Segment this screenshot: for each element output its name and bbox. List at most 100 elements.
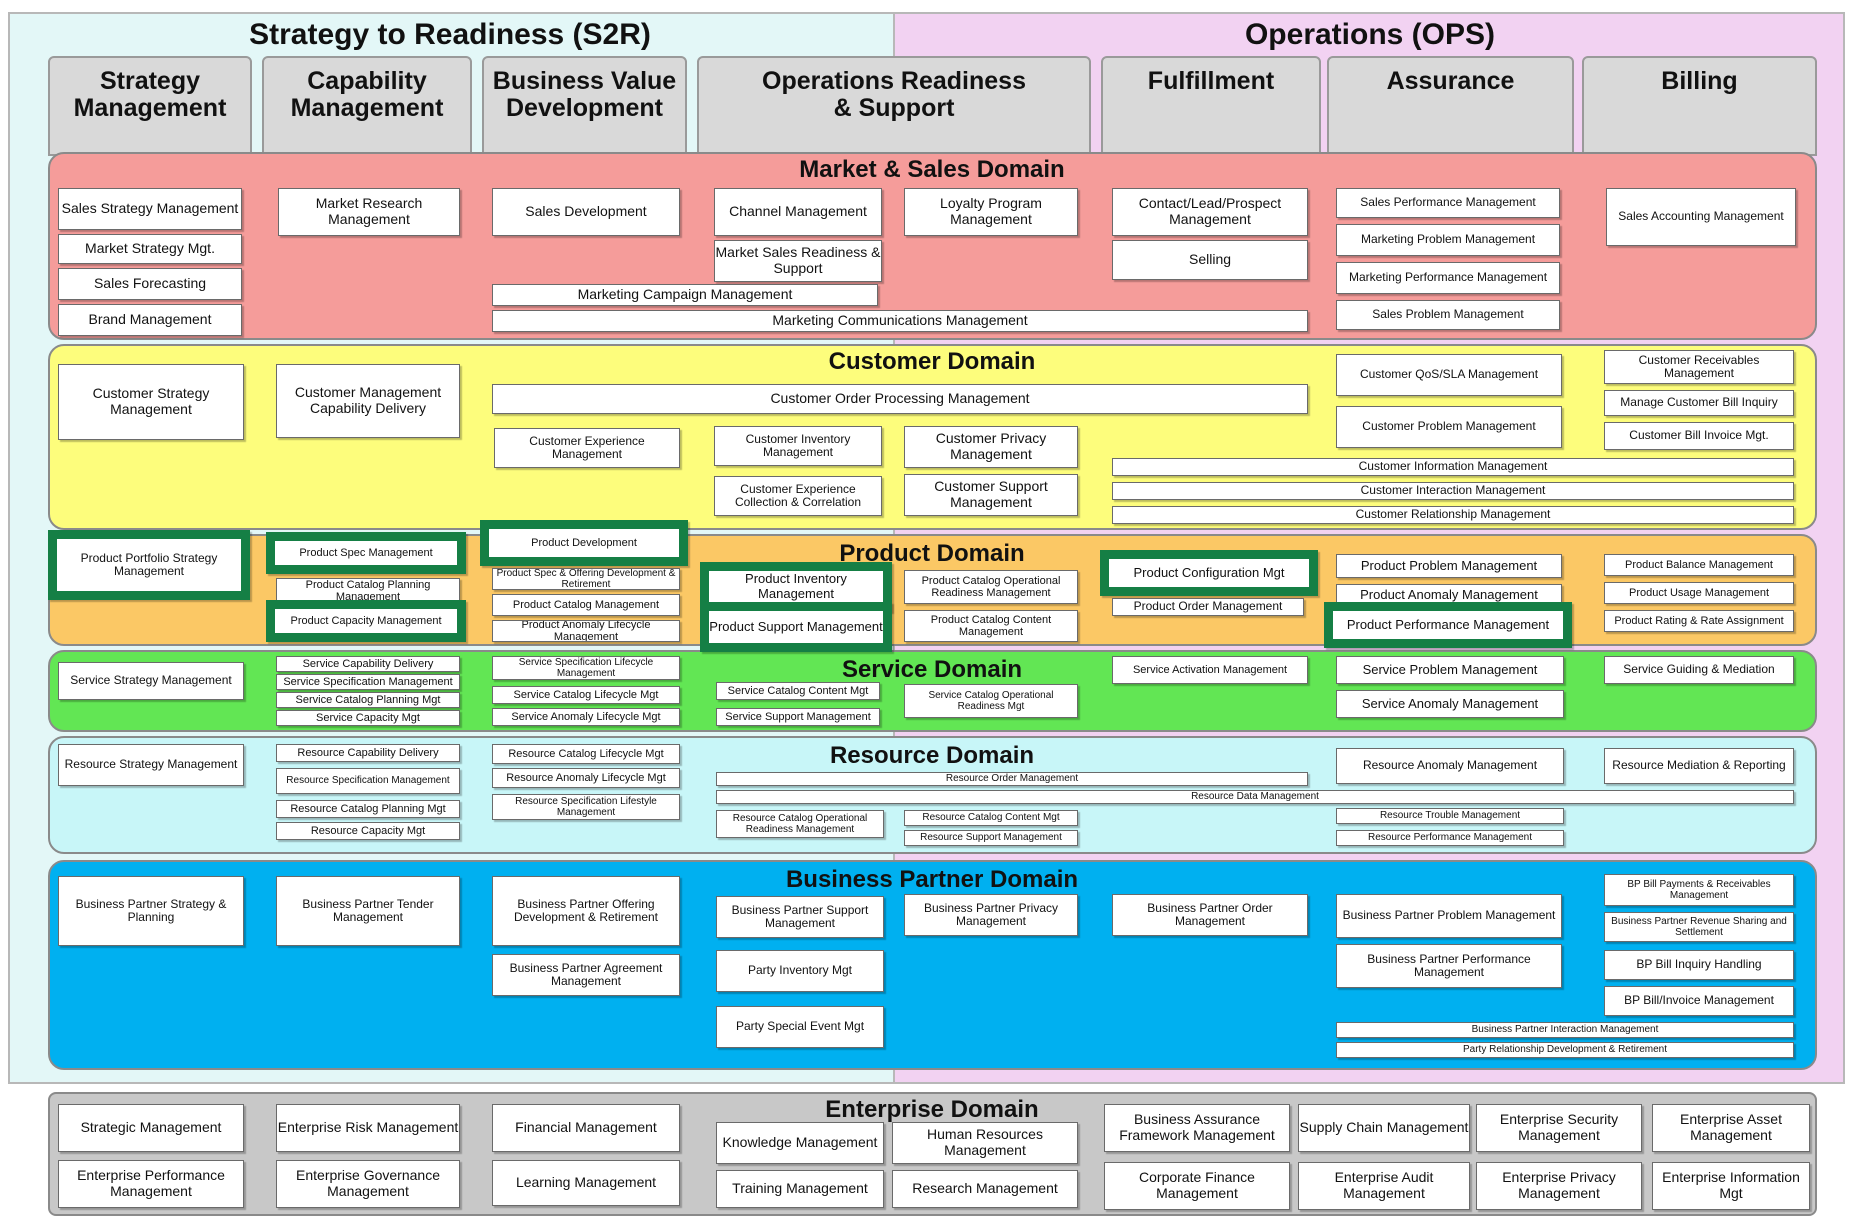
box-business-partner-privacy-management: Business Partner Privacy Management (904, 894, 1078, 936)
box-market-sales-readiness-support: Market Sales Readiness & Support (714, 240, 882, 282)
box-business-partner-problem-management: Business Partner Problem Management (1336, 894, 1562, 938)
box-resource-support-management: Resource Support Management (904, 830, 1078, 846)
box-service-problem-management: Service Problem Management (1336, 656, 1564, 684)
s2r-title: Strategy to Readiness (S2R) (249, 18, 651, 51)
box-human-resources-management: Human Resources Management (892, 1122, 1078, 1164)
box-loyalty-program-management: Loyalty Program Management (904, 188, 1078, 236)
box-channel-management: Channel Management (714, 188, 882, 236)
box-enterprise-performance-management: Enterprise Performance Management (58, 1160, 244, 1208)
box-sales-performance-management: Sales Performance Management (1336, 188, 1560, 218)
box-service-anomaly-lifecycle-mgt: Service Anomaly Lifecycle Mgt (492, 708, 680, 726)
box-customer-order-processing-management: Customer Order Processing Management (492, 384, 1308, 414)
box-marketing-campaign-management: Marketing Campaign Management (492, 284, 878, 306)
box-party-relationship-development-retirement: Party Relationship Development & Retirem… (1336, 1042, 1794, 1058)
box-business-partner-agreement-management: Business Partner Agreement Management (492, 954, 680, 996)
col-operations-readiness-support: Operations Readiness & Support (697, 56, 1091, 156)
customer-domain-title: Customer Domain (828, 348, 1036, 375)
box-business-partner-performance-management: Business Partner Performance Management (1336, 944, 1562, 988)
box-customer-interaction-management: Customer Interaction Management (1112, 482, 1794, 500)
box-business-partner-order-management: Business Partner Order Management (1112, 894, 1308, 936)
box-product-order-management: Product Order Management (1112, 598, 1304, 616)
col-fulfillment: Fulfillment (1101, 56, 1321, 156)
box-business-partner-revenue-sharing-settlement: Business Partner Revenue Sharing and Set… (1604, 912, 1794, 942)
box-product-usage-management: Product Usage Management (1604, 582, 1794, 604)
box-selling: Selling (1112, 240, 1308, 280)
box-service-capability-delivery: Service Capability Delivery (276, 656, 460, 672)
box-product-performance-management: Product Performance Management (1324, 602, 1572, 648)
box-product-catalog-planning-management: Product Catalog Planning Management (276, 578, 460, 604)
box-business-partner-strategy-planning: Business Partner Strategy & Planning (58, 876, 244, 946)
box-resource-specification-management: Resource Specification Management (276, 768, 460, 794)
box-customer-experience-management: Customer Experience Management (494, 428, 680, 468)
col-business-value-development: Business Value Development (482, 56, 687, 156)
box-product-problem-management: Product Problem Management (1336, 554, 1562, 578)
box-customer-support-management: Customer Support Management (904, 474, 1078, 516)
box-service-anomaly-management: Service Anomaly Management (1336, 690, 1564, 718)
box-service-catalog-lifecycle-mgt: Service Catalog Lifecycle Mgt (492, 686, 680, 704)
market-sales-domain-title: Market & Sales Domain (799, 156, 1065, 183)
box-resource-catalog-content-mgt: Resource Catalog Content Mgt (904, 810, 1078, 826)
box-sales-problem-management: Sales Problem Management (1336, 300, 1560, 330)
box-market-strategy-mgt: Market Strategy Mgt. (58, 234, 242, 264)
enterprise-domain-title: Enterprise Domain (825, 1096, 1039, 1123)
box-resource-catalog-lifecycle-mgt: Resource Catalog Lifecycle Mgt (492, 744, 680, 764)
box-enterprise-information-mgt: Enterprise Information Mgt (1652, 1162, 1810, 1210)
box-customer-inventory-management: Customer Inventory Management (714, 426, 882, 466)
box-sales-forecasting: Sales Forecasting (58, 268, 242, 300)
box-knowledge-management: Knowledge Management (716, 1122, 884, 1164)
box-product-catalog-content-management: Product Catalog Content Management (904, 610, 1078, 642)
box-customer-management-capability-delivery: Customer Management Capability Delivery (276, 364, 460, 438)
box-service-guiding-mediation: Service Guiding & Mediation (1604, 656, 1794, 684)
box-strategic-management: Strategic Management (58, 1104, 244, 1152)
box-resource-catalog-planning-mgt: Resource Catalog Planning Mgt (276, 800, 460, 818)
col-strategy-management: Strategy Management (48, 56, 252, 156)
box-customer-privacy-management: Customer Privacy Management (904, 426, 1078, 468)
box-service-activation-management: Service Activation Management (1112, 656, 1308, 684)
box-business-partner-tender-management: Business Partner Tender Management (276, 876, 460, 946)
box-resource-capacity-mgt: Resource Capacity Mgt (276, 822, 460, 840)
box-resource-anomaly-management: Resource Anomaly Management (1336, 748, 1564, 784)
box-corporate-finance-management: Corporate Finance Management (1104, 1162, 1290, 1210)
business-partner-domain-title: Business Partner Domain (785, 866, 1079, 893)
box-research-management: Research Management (892, 1170, 1078, 1208)
box-product-spec-offering-development-retirement: Product Spec & Offering Development & Re… (492, 568, 680, 590)
box-enterprise-risk-management: Enterprise Risk Management (276, 1104, 460, 1152)
box-resource-mediation-reporting: Resource Mediation & Reporting (1604, 748, 1794, 784)
box-manage-customer-bill-inquiry: Manage Customer Bill Inquiry (1604, 390, 1794, 416)
box-enterprise-governance-management: Enterprise Governance Management (276, 1160, 460, 1208)
box-service-catalog-operational-readiness-mgt: Service Catalog Operational Readiness Mg… (904, 684, 1078, 718)
box-contact-lead-prospect-management: Contact/Lead/Prospect Management (1112, 188, 1308, 236)
box-bp-bill-inquiry-handling: BP Bill Inquiry Handling (1604, 950, 1794, 980)
box-customer-relationship-management: Customer Relationship Management (1112, 506, 1794, 524)
box-service-specification-lifecycle-management: Service Specification Lifecycle Manageme… (492, 656, 680, 680)
box-marketing-communications-management: Marketing Communications Management (492, 310, 1308, 332)
box-product-catalog-management: Product Catalog Management (492, 594, 680, 616)
box-product-balance-management: Product Balance Management (1604, 554, 1794, 576)
box-customer-receivables-management: Customer Receivables Management (1604, 350, 1794, 384)
box-resource-performance-management: Resource Performance Management (1336, 830, 1564, 846)
box-financial-management: Financial Management (492, 1104, 680, 1152)
box-product-configuration-mgt: Product Configuration Mgt (1100, 550, 1318, 596)
box-brand-management: Brand Management (58, 304, 242, 336)
box-training-management: Training Management (716, 1170, 884, 1208)
box-customer-problem-management: Customer Problem Management (1336, 406, 1562, 448)
box-market-research-management: Market Research Management (278, 188, 460, 236)
box-marketing-performance-management: Marketing Performance Management (1336, 262, 1560, 294)
box-marketing-problem-management: Marketing Problem Management (1336, 224, 1560, 256)
ops-title: Operations (OPS) (1244, 18, 1496, 51)
box-enterprise-privacy-management: Enterprise Privacy Management (1476, 1162, 1642, 1210)
box-resource-anomaly-lifecycle-mgt: Resource Anomaly Lifecycle Mgt (492, 768, 680, 788)
box-enterprise-audit-management: Enterprise Audit Management (1298, 1162, 1470, 1210)
service-domain-title: Service Domain (841, 656, 1023, 683)
box-learning-management: Learning Management (492, 1160, 680, 1206)
box-product-capacity-management: Product Capacity Management (266, 600, 466, 642)
box-product-anomaly-lifecycle-management: Product Anomaly Lifecycle Management (492, 620, 680, 642)
box-sales-strategy-management: Sales Strategy Management (58, 188, 242, 230)
box-service-catalog-content-mgt: Service Catalog Content Mgt (716, 682, 880, 700)
box-party-special-event-mgt: Party Special Event Mgt (716, 1006, 884, 1048)
box-service-strategy-management: Service Strategy Management (58, 662, 244, 700)
box-resource-specification-lifestyle-management: Resource Specification Lifestyle Managem… (492, 794, 680, 820)
box-product-portfolio-strategy-management: Product Portfolio Strategy Management (48, 530, 250, 600)
box-bp-bill-payments-receivables-management: BP Bill Payments & Receivables Managemen… (1604, 874, 1794, 906)
box-resource-trouble-management: Resource Trouble Management (1336, 808, 1564, 824)
